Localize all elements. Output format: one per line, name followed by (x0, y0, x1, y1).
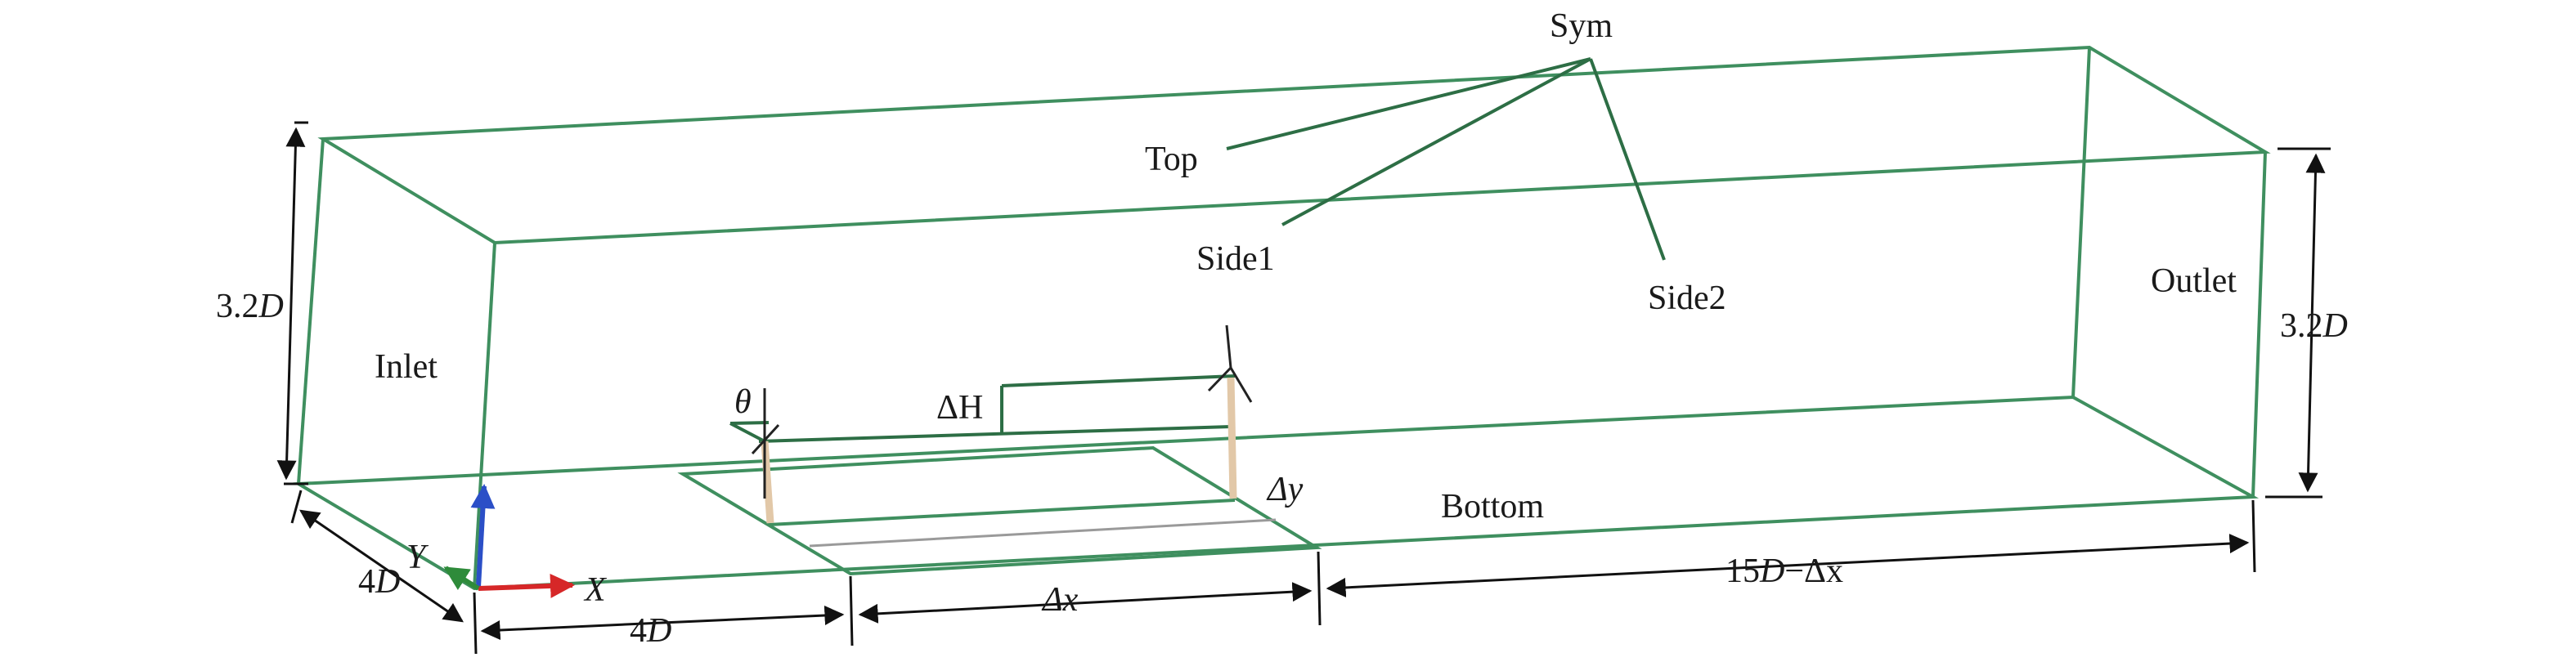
turbine-region (677, 445, 1322, 576)
labels: Sym Top Side1 Side2 Outlet Inlet Bottom … (216, 7, 2348, 650)
dim-length-ext-b (849, 575, 854, 646)
dim-height-left-line (276, 127, 306, 481)
turbine-downstream (1207, 324, 1253, 499)
platform-upper-line (1001, 374, 1236, 387)
dim-width-ext-left (290, 490, 303, 524)
turbine-row-line-shadow (809, 518, 1277, 548)
label-inlet: Inlet (375, 348, 438, 386)
label-delta-h: ΔH (936, 389, 983, 427)
dim-width-line (299, 509, 464, 623)
hub-height-platform (729, 374, 1236, 443)
dim-width (290, 490, 464, 623)
axis-z-arrow (470, 484, 496, 588)
dim-delta-x-line (858, 582, 1313, 624)
label-theta: θ (734, 383, 752, 421)
label-delta-x: Δx (1041, 581, 1079, 619)
dim-height-left (276, 121, 308, 485)
turbine-upstream-blade (751, 423, 780, 455)
theta-tilt-line (729, 422, 765, 443)
label-height-left: 3.2D (216, 288, 284, 325)
turbine-downstream-tower (1227, 377, 1237, 499)
sym-leader-lines (1226, 57, 1666, 261)
label-axis-y: Y (406, 539, 429, 576)
dim-inlet-distance-line (480, 605, 845, 641)
label-inlet-distance: 4D (630, 612, 671, 650)
label-width: 4D (358, 563, 400, 601)
label-outlet: Outlet (2151, 262, 2237, 300)
leader-side1 (1281, 57, 1591, 226)
edge-front-right (2251, 151, 2267, 498)
leader-top (1226, 57, 1591, 150)
label-delta-y: Δy (1266, 471, 1304, 508)
label-axis-x: X (583, 571, 608, 609)
turbine-row-line (768, 499, 1236, 526)
dim-downstream-line (1326, 534, 2250, 597)
domain-top-face (317, 45, 2271, 245)
turbine-region-outline (677, 445, 1322, 576)
dim-height-right (2265, 147, 2331, 499)
label-side2: Side2 (1648, 280, 1726, 317)
coordinate-axes (443, 484, 575, 598)
label-sym: Sym (1550, 7, 1613, 45)
label-bottom: Bottom (1441, 488, 1544, 526)
label-side1: Side1 (1196, 240, 1275, 278)
edge-back-left (297, 138, 325, 485)
turbine-downstream-blade-left (1207, 366, 1232, 392)
dim-length (473, 499, 2256, 655)
platform-lower-line (758, 425, 1232, 443)
leader-side2 (1589, 58, 1666, 261)
dim-length-ext-d (2251, 499, 2256, 573)
turbine-downstream-blade-up (1225, 324, 1232, 369)
edge-back-right (2071, 47, 2091, 398)
turbine-upstream (751, 388, 780, 524)
dim-length-ext-a (473, 592, 478, 655)
axis-x-arrow (478, 573, 575, 598)
dim-length-ext-c (1317, 551, 1322, 626)
label-height-right: 3.2D (2280, 307, 2348, 345)
label-top: Top (1145, 141, 1198, 178)
axis-y-arrow (443, 566, 480, 591)
label-downstream: 15D−Δx (1726, 552, 1843, 590)
dim-height-right-line (2298, 153, 2326, 493)
edge-front-left (473, 242, 496, 589)
turbine-downstream-blade-right (1229, 367, 1253, 403)
